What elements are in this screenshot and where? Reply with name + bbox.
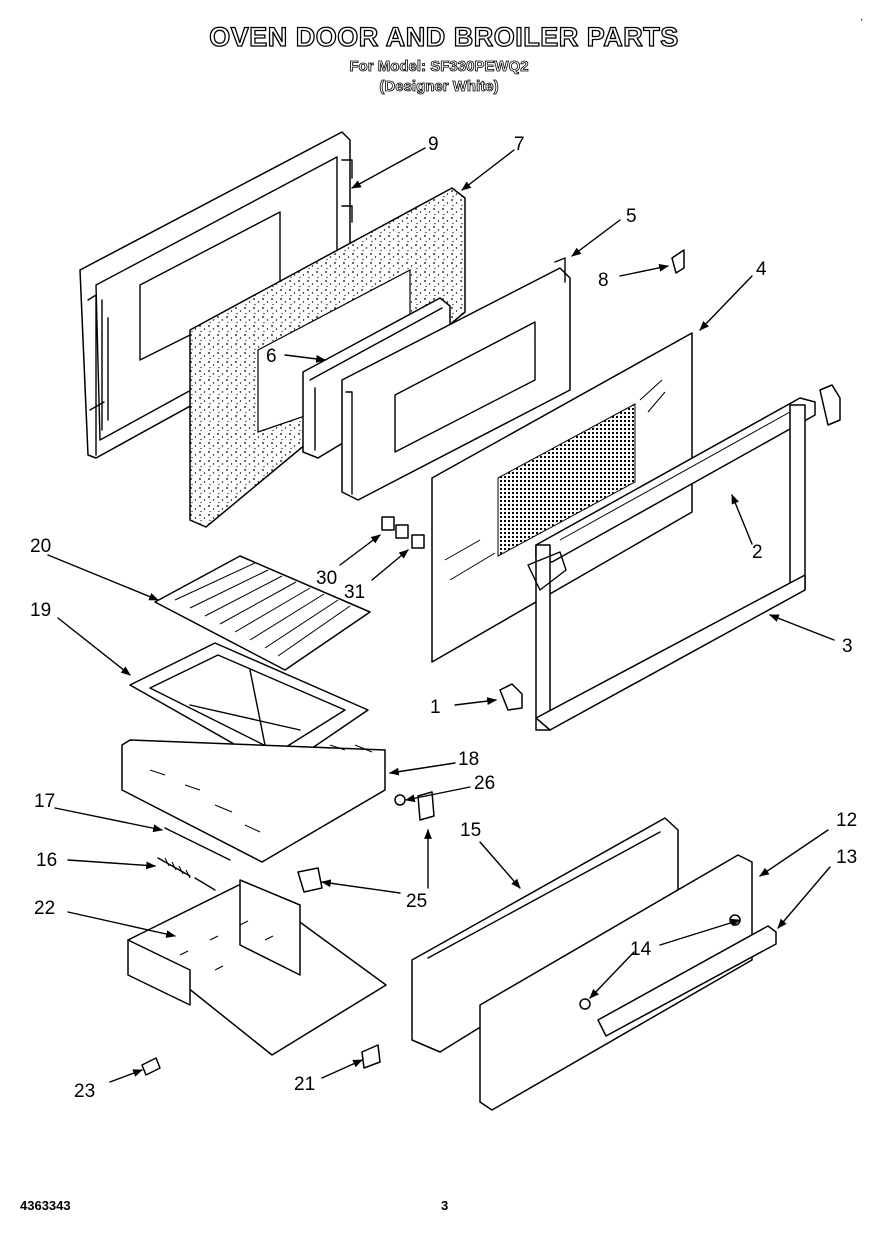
callout-2: 2 (752, 542, 763, 563)
part-21-clip (361, 1044, 381, 1069)
callout-23: 23 (74, 1081, 95, 1102)
part-30-31-spacers (381, 516, 425, 549)
document-number: 4363343 (20, 1198, 71, 1213)
part-1-hinge-clip (499, 683, 523, 711)
callout-12: 12 (836, 810, 857, 831)
callout-3: 3 (842, 636, 853, 657)
part-18-broiler-pan (121, 739, 386, 863)
callout-20: 20 (30, 536, 51, 557)
part-23-roller (141, 1057, 161, 1076)
part-5-door-liner (341, 257, 571, 501)
callout-22: 22 (34, 898, 55, 919)
callout-9: 9 (428, 134, 439, 155)
callout-7: 7 (514, 134, 525, 155)
part-4-outer-glass (431, 332, 693, 663)
part-22-broiler-drawer (127, 879, 387, 1056)
finish-line: (Designer White) (379, 78, 499, 96)
leader-lines (47, 147, 835, 1083)
callout-16: 16 (36, 850, 57, 871)
callout-31: 31 (344, 582, 365, 603)
callout-6: 6 (266, 346, 277, 367)
part-17-wire (164, 827, 231, 861)
corner-mark: ∙ (860, 12, 864, 26)
model-line: For Model: SF330PEWQ2 (349, 58, 529, 76)
callout-15: 15 (460, 820, 481, 841)
callout-30: 30 (316, 568, 337, 589)
callout-19: 19 (30, 600, 51, 621)
callout-1: 1 (430, 697, 441, 718)
part-8-clip (671, 249, 685, 274)
callout-labels: 9 7 5 8 4 6 2 3 1 30 31 20 19 18 26 17 1… (30, 134, 857, 1102)
page-number: 3 (441, 1198, 449, 1213)
callout-17: 17 (34, 791, 55, 812)
part-19-broiler-insert (129, 642, 369, 771)
part-16-spring (157, 857, 216, 891)
part-12-drawer-front-panel (479, 854, 753, 1111)
callout-26: 26 (474, 773, 495, 794)
callout-25: 25 (406, 891, 427, 912)
callout-18: 18 (458, 749, 479, 770)
callout-5: 5 (626, 206, 637, 227)
callout-4: 4 (756, 259, 767, 280)
part-25-bracket (297, 867, 323, 893)
callout-14: 14 (630, 939, 652, 960)
callout-8: 8 (598, 270, 609, 291)
part-26-screw-clip (394, 791, 435, 821)
page-title: OVEN DOOR AND BROILER PARTS (209, 21, 679, 52)
part-20-broiler-grid (154, 555, 371, 671)
callout-13: 13 (836, 847, 857, 868)
part-3-outer-door-frame (527, 404, 806, 731)
part-13-handle (597, 925, 777, 1037)
callout-21: 21 (294, 1074, 315, 1095)
